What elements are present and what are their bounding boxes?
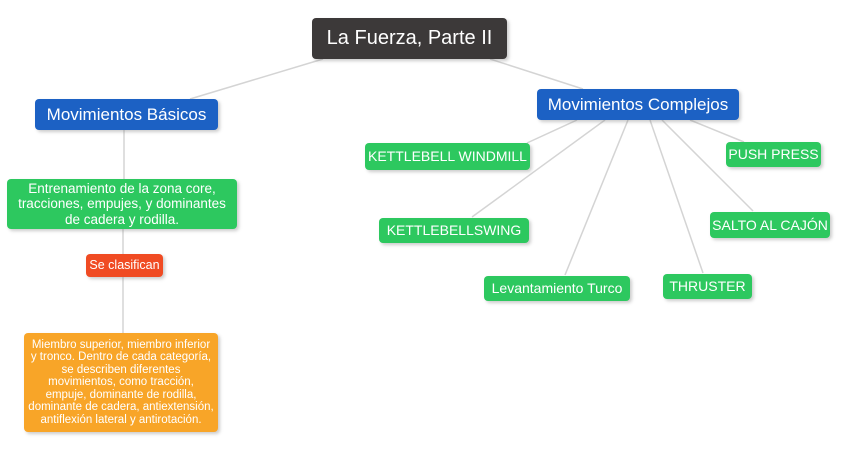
connector-line-complejos-turco — [564, 119, 629, 276]
connector-line-complejos-salto — [661, 119, 754, 212]
leaf-node-thruster[interactable]: THRUSTER — [663, 274, 752, 299]
connector-line-root-basicos — [189, 58, 324, 100]
leaf-node-levantamiento-turco[interactable]: Levantamiento Turco — [484, 276, 630, 301]
root-node-la-fuerza[interactable]: La Fuerza, Parte II — [312, 18, 507, 59]
leaf-node-push-press[interactable]: PUSH PRESS — [726, 142, 821, 167]
leaf-node-kettlebell-windmill[interactable]: KETTLEBELL WINDMILL — [365, 143, 530, 170]
connector-label-se-clasifican[interactable]: Se clasifican — [86, 254, 163, 277]
leaf-node-kettlebellswing[interactable]: KETTLEBELLSWING — [379, 218, 529, 243]
connector-line-complejos-windmill — [526, 119, 578, 144]
connector-line-complejos-kbswing — [471, 119, 606, 218]
branch-node-movimientos-basicos[interactable]: Movimientos Básicos — [35, 99, 218, 130]
connector-line-root-complejos — [489, 58, 584, 90]
note-node-entrenamiento-descripcion[interactable]: Entrenamiento de la zona core, traccione… — [7, 179, 237, 229]
note-node-clasificacion-miembros[interactable]: Miembro superior, miembro inferior y tro… — [24, 333, 218, 432]
leaf-node-salto-al-cajon[interactable]: SALTO AL CAJÓN — [710, 212, 830, 238]
connector-line-complejos-thruster — [649, 119, 704, 274]
branch-node-movimientos-complejos[interactable]: Movimientos Complejos — [537, 89, 739, 120]
connector-line-complejos-pushpress — [689, 119, 745, 143]
